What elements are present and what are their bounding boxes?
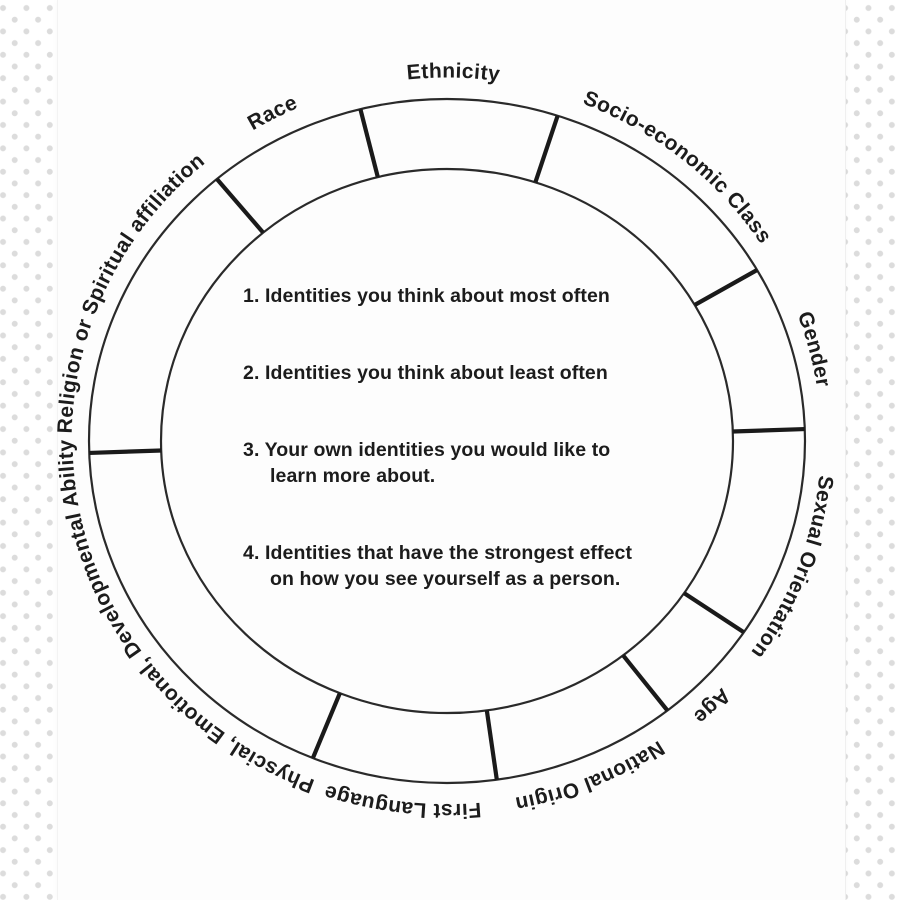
segment-divider-line — [732, 426, 805, 434]
wheel-prompt: 2. Identities you think about least ofte… — [243, 360, 703, 386]
segment-label: Age — [689, 684, 735, 729]
wheel-prompt-line: on how you see yourself as a person. — [270, 568, 621, 590]
segment-label: First Language — [321, 780, 482, 822]
outer-circle — [87, 97, 807, 785]
segment-divider-line — [484, 710, 499, 780]
wheel-prompt-line: 2. Identities you think about least ofte… — [243, 362, 608, 384]
wheel-prompt-line: 3. Your own identities you would like to — [243, 439, 611, 461]
segment-divider-line — [358, 108, 380, 178]
segment-divider-line — [310, 692, 342, 759]
segment-label: Religion or Spiritual affiliation — [54, 149, 209, 434]
segment-divider-line — [215, 177, 265, 235]
segment-label: National Origin — [513, 736, 668, 815]
document-panel — [57, 0, 846, 900]
segment-label: Race — [244, 91, 301, 135]
segment-divider-line — [682, 591, 745, 634]
segment-divider-line — [89, 448, 162, 456]
wheel-prompt: 3. Your own identities you would like to… — [243, 437, 703, 489]
segment-label: Sexual Orientation — [746, 474, 837, 663]
wheel-prompt-line: learn more about. — [270, 465, 436, 487]
wheel-prompt-line: 4. Identities that have the strongest ef… — [243, 542, 633, 564]
wheel-prompts: 1. Identities you think about most often… — [243, 283, 703, 643]
segment-divider-line — [533, 115, 560, 183]
inner-circle — [159, 167, 735, 715]
segment-label: Socio-economic Class — [580, 87, 776, 248]
wheel-prompt: 4. Identities that have the strongest ef… — [243, 540, 703, 592]
segment-divider-line — [693, 268, 759, 307]
segment-label: Ethnicity — [406, 60, 502, 86]
segment-divider-line — [621, 654, 670, 712]
wheel-prompt: 1. Identities you think about most often — [243, 283, 703, 309]
wheel-prompt-line: 1. Identities you think about most often — [243, 285, 610, 307]
